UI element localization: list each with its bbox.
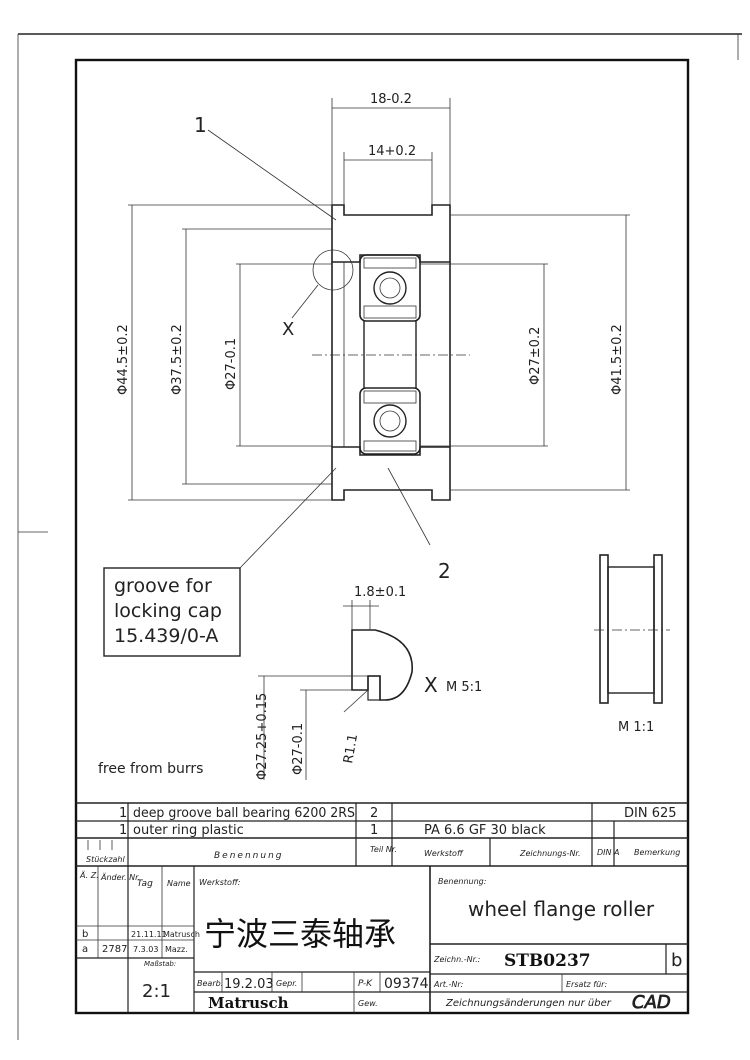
note-leader	[239, 467, 337, 569]
detail-dim-a: Φ27.25+0.15	[255, 693, 270, 780]
bearing-inner-race-lower	[363, 390, 417, 404]
scale-label: Maßstab:	[144, 960, 176, 968]
rev-header-day: Tag	[137, 879, 153, 889]
bom-header-drawing: Zeichnungs-Nr.	[519, 849, 581, 858]
bom-row2-name: outer ring plastic	[133, 823, 244, 838]
bom-header-material: Werkstoff	[424, 849, 464, 858]
detail-marker: X	[282, 319, 294, 340]
rev-row-b-name: Matrusch	[163, 930, 200, 939]
bearing-outer-race-upper	[363, 257, 417, 269]
note-line-2: locking cap	[114, 600, 222, 622]
rev-row-a-name: Mazz.	[165, 945, 188, 954]
art-label: Art.-Nr:	[433, 980, 464, 989]
ball-lower	[373, 404, 407, 438]
dim-dia-27-right: Φ27±0.2	[528, 327, 543, 385]
zeichn-label: Zeichn.-Nr.:	[433, 955, 481, 964]
werkstoff-label: Werkstoff:	[199, 878, 241, 887]
ersatz-label: Ersatz für:	[566, 980, 607, 989]
rev-row-b-date: 21.11.11	[131, 930, 167, 939]
note-line-3: 15.439/0-A	[114, 625, 218, 647]
gepr-label: Gepr.	[276, 979, 297, 988]
bearb-date: 19.2.03	[224, 977, 274, 992]
detail-dim-b: Φ27-0.1	[291, 723, 306, 775]
side-view-scale: M 1:1	[618, 720, 654, 735]
callout-1-leader	[207, 129, 337, 221]
dim-dia-37-5: Φ37.5±0.2	[170, 324, 185, 395]
rev-row-a-mark: a	[82, 944, 88, 955]
bearing-inner-race-upper	[363, 305, 417, 319]
bom-row1-name: deep groove ball bearing 6200 2RS	[133, 806, 355, 821]
title-block-grid	[76, 866, 688, 1013]
pk-number: 09374	[384, 976, 429, 992]
bearing-lower	[359, 387, 421, 455]
ball-upper	[373, 271, 407, 305]
bom-row2-material: PA 6.6 GF 30 black	[424, 823, 546, 838]
cad-mark: CAD	[632, 992, 671, 1013]
dim-dia-44-5: Φ44.5±0.2	[116, 324, 131, 395]
detail-x-view	[258, 600, 413, 780]
company-name: 宁波三泰轴承	[204, 915, 396, 953]
drawing-frame	[74, 58, 690, 1015]
bom-header-din: DIN A	[597, 848, 620, 857]
rev-row-a-date: 7.3.03	[133, 945, 158, 954]
pk-label: P-K	[358, 979, 373, 989]
callout-2-leader	[387, 467, 431, 546]
rev-header-change: Änder. Nr.	[100, 872, 140, 882]
detail-label: X	[424, 673, 438, 697]
detail-scale: M 5:1	[446, 680, 482, 695]
callout-1: 1	[194, 113, 207, 137]
bearing-upper	[359, 254, 421, 322]
note-burrs: free from burrs	[98, 761, 203, 777]
dim-width-outer: 18-0.2	[370, 92, 412, 107]
footer-note: Zeichnungsänderungen nur über	[445, 998, 612, 1009]
benennung-label: Benennung:	[438, 877, 487, 886]
dim-width-inner: 14+0.2	[368, 144, 416, 159]
rev-header-name: Name	[167, 879, 191, 888]
detail-leader	[291, 284, 319, 319]
ball-lower-inner	[379, 410, 401, 432]
rev-row-a-change: 2787	[102, 944, 127, 955]
dim-dia-27-left: Φ27-0.1	[224, 338, 239, 390]
bom-header-part: Teil Nr.	[370, 845, 397, 854]
scale-value: 2:1	[142, 981, 171, 1002]
bearb-label: Bearb.	[197, 979, 223, 988]
outer-ring-lower-section	[331, 446, 451, 501]
side-view-1-1	[594, 554, 670, 704]
bom-row1-qty: 1	[119, 806, 127, 821]
outer-ring-upper-section	[331, 204, 451, 263]
bom-row1-pos: 2	[370, 806, 378, 821]
ball-upper-inner	[379, 277, 401, 299]
bom-row1-standard: DIN 625	[624, 806, 677, 821]
detail-radius: R1.1	[341, 733, 361, 765]
drawing-revision: b	[671, 950, 682, 971]
main-dimensions	[128, 98, 630, 501]
callout-2: 2	[438, 559, 451, 583]
detail-circle	[312, 249, 354, 291]
dim-dia-41-5: Φ41.5±0.2	[610, 324, 625, 395]
rev-header-mark: Ä. Z.	[79, 870, 99, 880]
note-box	[103, 567, 241, 657]
bom-header-name: Benennung	[214, 851, 283, 861]
detail-dim-top: 1.8±0.1	[354, 585, 406, 600]
bom-table	[76, 802, 688, 867]
drawn-by: Matrusch	[208, 994, 289, 1012]
drawing-title: wheel flange roller	[468, 897, 655, 921]
note-line-1: groove for	[114, 575, 212, 597]
bearing-outer-race-lower	[363, 440, 417, 452]
rev-row-b-mark: b	[82, 929, 88, 940]
drawing-number: STB0237	[504, 951, 591, 971]
bom-header-remark: Bemerkung	[634, 848, 680, 857]
section-view	[291, 204, 470, 501]
bom-header-qty: Stückzahl	[86, 855, 125, 864]
bom-row2-qty: 1	[119, 823, 127, 838]
gew-label: Gew.	[358, 999, 378, 1008]
bom-row2-pos: 1	[370, 823, 378, 838]
